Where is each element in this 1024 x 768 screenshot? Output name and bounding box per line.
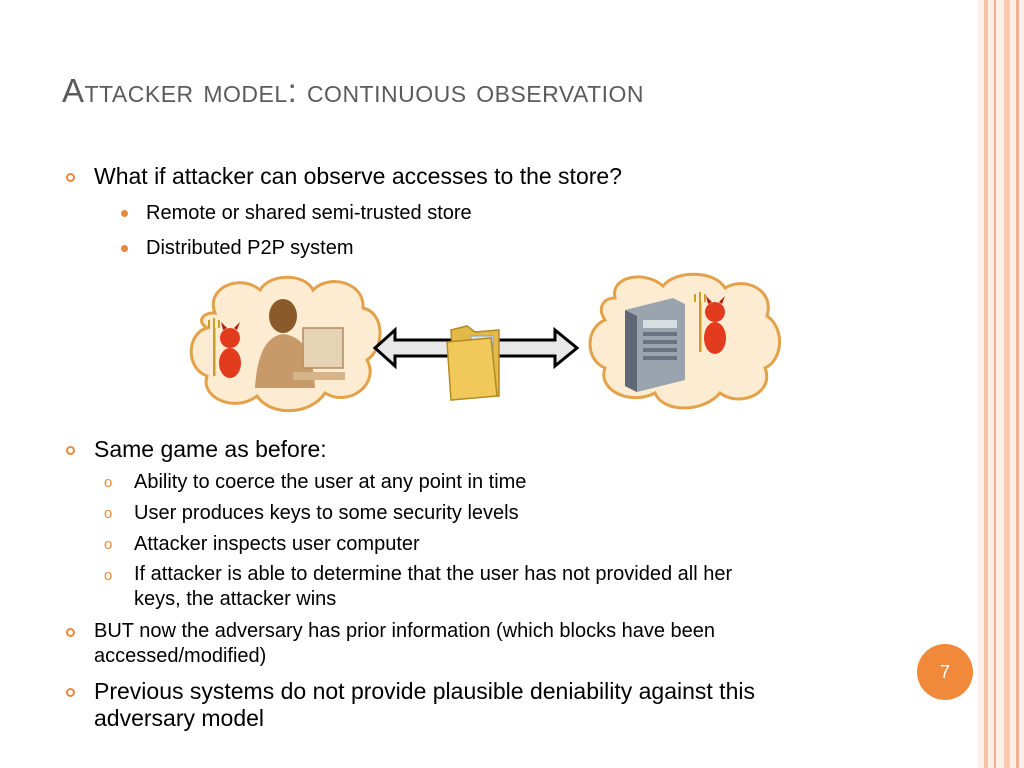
right-border-stripes — [978, 0, 1024, 768]
diagram-illustration — [189, 272, 781, 413]
bullet-marker — [66, 446, 75, 455]
bullet-marker — [66, 173, 75, 182]
bullet-2-sub-2: User produces keys to some security leve… — [134, 502, 519, 524]
bullet-2-sub-3: Attacker inspects user computer — [134, 533, 420, 555]
server-icon — [625, 298, 685, 392]
devil-icon — [208, 318, 241, 378]
page-number-badge: 7 — [917, 644, 973, 700]
sub-bullet-marker: o — [104, 536, 113, 553]
sub-bullet-marker: o — [104, 474, 113, 491]
folder-icon — [446, 325, 500, 401]
sub-bullet-marker: o — [104, 505, 113, 522]
bullet-marker — [66, 688, 75, 697]
bullet-1-sub-2: Distributed P2P system — [146, 237, 354, 259]
user-at-computer-icon — [255, 299, 345, 388]
bullet-3-line-2: accessed/modified) — [94, 645, 267, 667]
bullet-2: Same game as before: — [94, 436, 327, 462]
sub-bullet-marker: o — [104, 567, 113, 584]
sub-bullet-marker — [121, 245, 128, 252]
devil-icon — [694, 292, 726, 354]
bullet-1-sub-1: Remote or shared semi-trusted store — [146, 202, 472, 224]
bullet-2-sub-1: Ability to coerce the user at any point … — [134, 471, 527, 493]
bullet-4-line-2: adversary model — [94, 705, 265, 731]
sub-bullet-marker — [121, 210, 128, 217]
bullet-marker — [66, 628, 75, 637]
bullet-2-sub-4-line-2: keys, the attacker wins — [134, 588, 337, 610]
slide-title: Attacker model: continuous observation — [62, 72, 645, 109]
bullet-2-sub-4-line-1: If attacker is able to determine that th… — [134, 563, 733, 585]
bullet-3-line-1: BUT now the adversary has prior informat… — [94, 620, 716, 642]
bullet-1: What if attacker can observe accesses to… — [94, 163, 622, 189]
bullet-4-line-1: Previous systems do not provide plausibl… — [94, 678, 755, 704]
